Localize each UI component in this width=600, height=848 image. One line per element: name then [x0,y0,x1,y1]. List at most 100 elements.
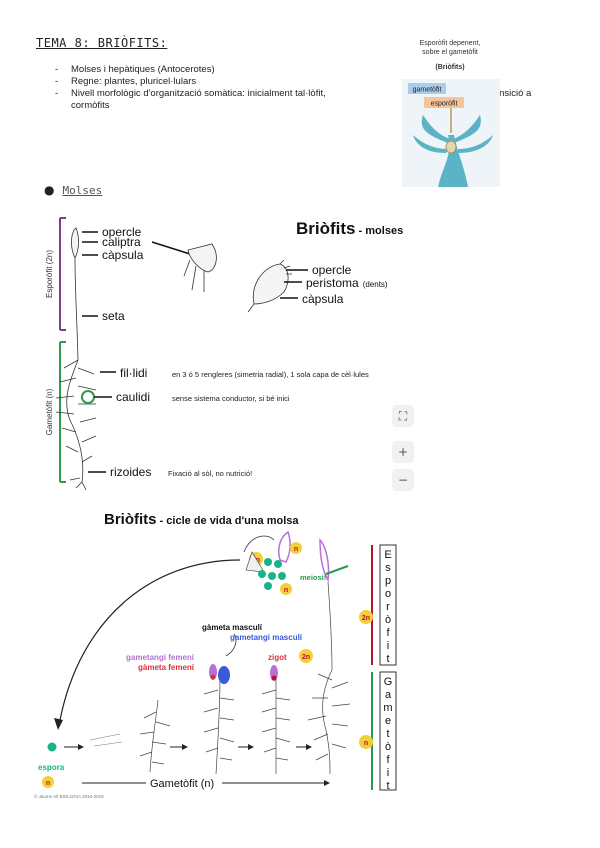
svg-text:n: n [294,546,298,553]
svg-text:f: f [386,627,390,639]
page-title: TEMA 8: BRIÒFITS: [36,36,168,50]
sporophyte-figure: Esporòfit depenent, sobre el gametòfit (… [402,40,500,187]
svg-text:ò: ò [385,614,391,626]
gametophyte-leaf [421,115,450,143]
caption-line-1: Esporòfit depenent, [420,40,481,47]
svg-text:r: r [386,601,390,613]
svg-text:n: n [364,740,368,747]
protonema [89,733,123,747]
life-cycle-figure: Briòfits - cicle de vida d'una molsa E s… [34,511,397,799]
svg-text:E: E [384,549,391,561]
label-opercle: opercle [102,225,142,239]
svg-text:n: n [46,780,50,787]
svg-text:f: f [386,754,390,766]
svg-text:n: n [284,587,288,594]
label-gameta-masculi: gàmeta masculí [202,623,263,632]
svg-text:t: t [386,728,389,740]
gametofit-label: gametòfit [413,87,442,94]
esporofit-side-label: Esporòfit (2n) [45,250,54,298]
label-capsula: càpsula [102,248,144,262]
list-item: cormòfits [71,100,110,111]
spores-cluster [258,558,286,590]
intro-list: -Molses i hepàtiques (Antocerotes) -Regn… [55,64,385,112]
label-gametofit-n: Gametòfit (n) [150,778,214,790]
capsule-detail-drawing [247,259,292,313]
svg-text:G: G [384,676,393,688]
gametophyte-leaf [413,135,448,153]
bullet-dot: ● [44,183,55,197]
ploidy-badge-2n [359,610,373,624]
capsule-open-outline [319,538,330,583]
svg-text:i: i [387,767,389,779]
gametophyte-leaf [458,135,493,153]
esporofit-label-box [424,97,464,108]
transition-text: transició a [488,88,532,99]
svg-text:a: a [385,689,392,701]
svg-text:i: i [387,640,389,652]
svg-text:t: t [386,780,389,792]
gametophyte-leaf [454,115,481,143]
caption-line-2: sobre el gametòfit [422,49,478,56]
svg-text:p: p [385,575,391,587]
footer-credit: © Jaume Alt BIOLOGIA 2016-2018 [34,793,104,799]
gametophyte-with-zygote [261,675,291,775]
svg-text:s: s [385,562,391,574]
gameta-femeni-dot [210,674,216,680]
label-rizoides: rizoides [110,465,151,479]
svg-text:t: t [386,653,389,665]
label-zigot: zigot [268,653,287,662]
gametophyte-with-gametangia [203,674,235,775]
svg-text:m: m [383,702,392,714]
sporophyte-foot [445,140,457,154]
svg-text:o: o [385,588,391,600]
label-caulidi: caulidi [116,390,150,404]
label-opercle-detail: opercle [312,263,352,277]
esporofit-letter-box [379,544,397,666]
note-filidi: en 3 ó 5 rengleres (simetria radial), 1 … [172,370,369,379]
list-item: -Regne: plantes, pluricel·lulars [55,76,197,87]
svg-text:e: e [385,715,391,727]
label-seta: seta [102,309,125,323]
esporofit-label: esporòfit [431,101,458,108]
gametofit-label-box [408,83,446,94]
zoom-in-button[interactable]: + [392,441,414,463]
caulidi-highlight-circle [81,390,95,404]
svg-text:2n: 2n [362,615,370,622]
zoom-out-button[interactable]: − [392,469,414,491]
gametofit-side-label: Gametòfit (n) [45,388,54,435]
caliptra-detail-drawing [183,243,217,292]
note-caulidi: sense sistema conductor, si bé inici [172,394,290,403]
capsule-purple-outline [277,530,291,563]
section-label: Molses [62,184,103,197]
gametophyte-stem [438,135,468,187]
label-gametangi-masculi: gametangi masculí [230,633,303,642]
label-meiosi: meiosi! [300,573,326,582]
svg-text:ò: ò [385,741,391,753]
note-rizoides: Fixació al sòl, no nutrició! [168,469,252,478]
cycle-arrow [59,559,241,721]
label-caliptra: caliptra [102,235,141,249]
list-item: -Molses i hepàtiques (Antocerotes) [55,64,215,75]
moss-plant-drawing [55,227,97,491]
label-peristoma: peristoma(dents) [306,276,388,290]
figure-title: Briòfits - molses [296,219,403,238]
label-gameta-femeni: gàmeta femení [138,663,195,672]
list-item: -Nivell morfològic d'organització somàti… [55,88,326,99]
young-gametophyte [139,699,171,773]
label-filidi: fil·lidi [120,366,147,380]
ploidy-badge-n [359,735,373,749]
moss-anatomy-figure: Esporòfit (2n) Gametòfit (n) opercle cal… [45,217,403,491]
zoom-fit-button[interactable]: ⛶ [392,405,414,427]
spore-dot [47,742,57,752]
caption-line-3: (Briòfits) [435,64,464,71]
mature-sporophyte-plant [307,581,351,775]
section-molses: ● Molses [44,183,102,197]
gametangi-masculi-shape [218,666,230,684]
gametofit-letter-box [379,671,397,791]
zigot-dot [271,675,277,681]
label-gametangi-femeni: gametangi femení [126,653,195,662]
label-espora: espora [38,763,65,772]
label-capsula-detail: càpsula [302,292,344,306]
lifecycle-title: Briòfits - cicle de vida d'una molsa [104,511,299,528]
svg-text:2n: 2n [302,654,310,661]
